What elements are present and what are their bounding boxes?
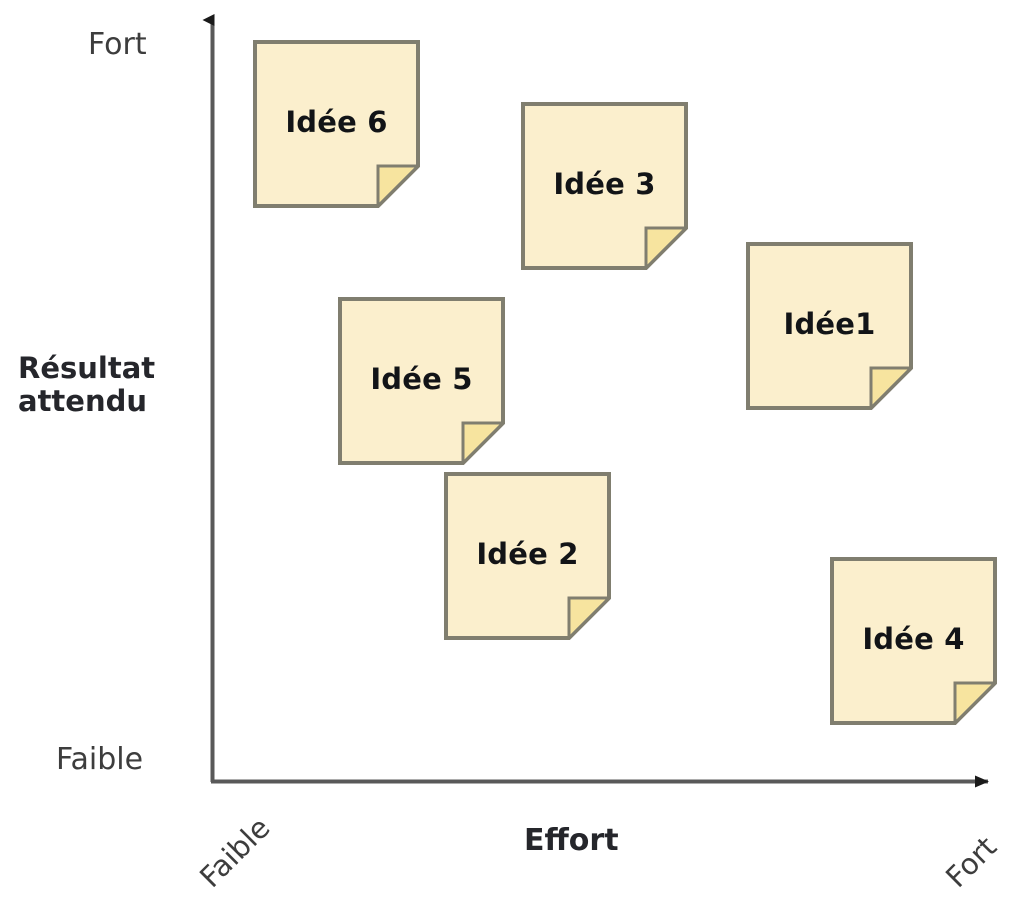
note-idee-5[interactable]: Idée 5 [338,297,505,465]
y-axis-high-label: Fort [88,27,147,62]
sticky-note-fold-corner [461,421,505,465]
note-idee-1[interactable]: Idée1 [746,242,913,410]
x-axis-low-label: Faible [193,810,277,895]
note-idee-6[interactable]: Idée 6 [253,40,420,208]
sticky-note-shape [521,102,688,270]
note-idee-3[interactable]: Idée 3 [521,102,688,270]
sticky-note-fold-corner [953,681,997,725]
sticky-note-shape [253,40,420,208]
y-axis-title-line-1: Résultat [18,351,156,385]
note-idee-2[interactable]: Idée 2 [444,472,611,640]
y-axis-title: Résultat attendu [18,351,178,419]
sticky-note-fold-corner [376,164,420,208]
note-idee-4[interactable]: Idée 4 [830,557,997,725]
sticky-note-shape [830,557,997,725]
sticky-note-shape [338,297,505,465]
sticky-note-fold-corner [567,596,611,640]
sticky-note-shape [444,472,611,640]
sticky-note-fold-corner [644,226,688,270]
sticky-note-fold-corner [869,366,913,410]
y-axis-low-label: Faible [56,742,144,777]
y-axis-title-line-2: attendu [18,384,148,419]
sticky-note-shape [746,242,913,410]
x-axis-title: Effort [524,823,619,858]
x-axis-high-label: Fort [939,829,1004,895]
